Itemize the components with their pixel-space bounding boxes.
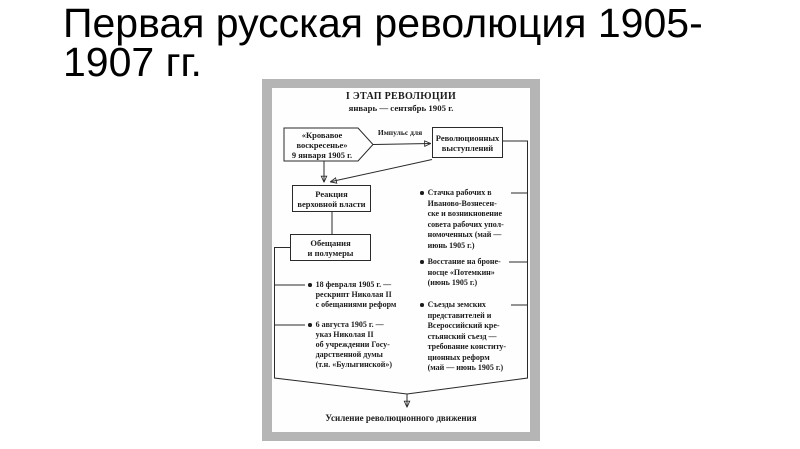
list-item: 6 августа 1905 г. — указ Николая II об у… [308,320,392,370]
revolutionary-rail [406,140,528,395]
list-item: 18 февраля 1905 г. — рескрипт Николая II… [308,280,396,310]
bloody-sunday-label: «Кровавое воскресенье» 9 января 1905 г. [291,129,353,160]
bullet-icon [420,303,424,307]
result-label: Усиление революционного движения [325,413,477,423]
flow-connectors [274,127,528,432]
bloody-sunday-shape [283,127,374,162]
list-item: Съезды земских представителей и Всеросси… [420,300,506,374]
reaction-box: Реакция верховной власти [292,185,371,212]
bullet-text: Восстание на броне- носце «Потемкин» (ию… [427,257,501,287]
bullet-icon [420,260,424,264]
bullet-text: 6 августа 1905 г. — указ Николая II об у… [315,320,392,369]
list-item: Восстание на броне- носце «Потемкин» (ию… [420,257,501,289]
slide-title: Первая русская революция 1905-1907 гг. [63,0,703,85]
reaction-arrow-diagonal [331,159,433,182]
bullet-text: 18 февраля 1905 г. — рескрипт Николая II… [315,280,397,309]
impulse-arrow [372,144,431,145]
list-item: Стачка рабочих в Иваново-Вознесен- ске и… [420,188,504,251]
promises-box: Обещания и полумеры [290,234,371,261]
promises-rail [274,247,408,395]
diagram-stage-period: январь — сентябрь 1905 г. [348,102,454,113]
diagram-stage-title: I ЭТАП РЕВОЛЮЦИИ [345,91,457,102]
bullet-icon [420,191,424,195]
diagram-scan-image: I ЭТАП РЕВОЛЮЦИИ январь — сентябрь 1905 … [262,79,540,441]
bullet-text: Стачка рабочих в Иваново-Вознесен- ске и… [427,188,504,250]
diagram-paper: I ЭТАП РЕВОЛЮЦИИ январь — сентябрь 1905 … [272,88,530,432]
revolutionary-box: Революционных выступлений [432,127,503,158]
impulse-label: Импульс для [377,128,423,137]
bullet-text: Съезды земских представителей и Всеросси… [427,300,507,372]
bullet-icon [308,323,312,327]
bullet-icon [308,283,312,287]
